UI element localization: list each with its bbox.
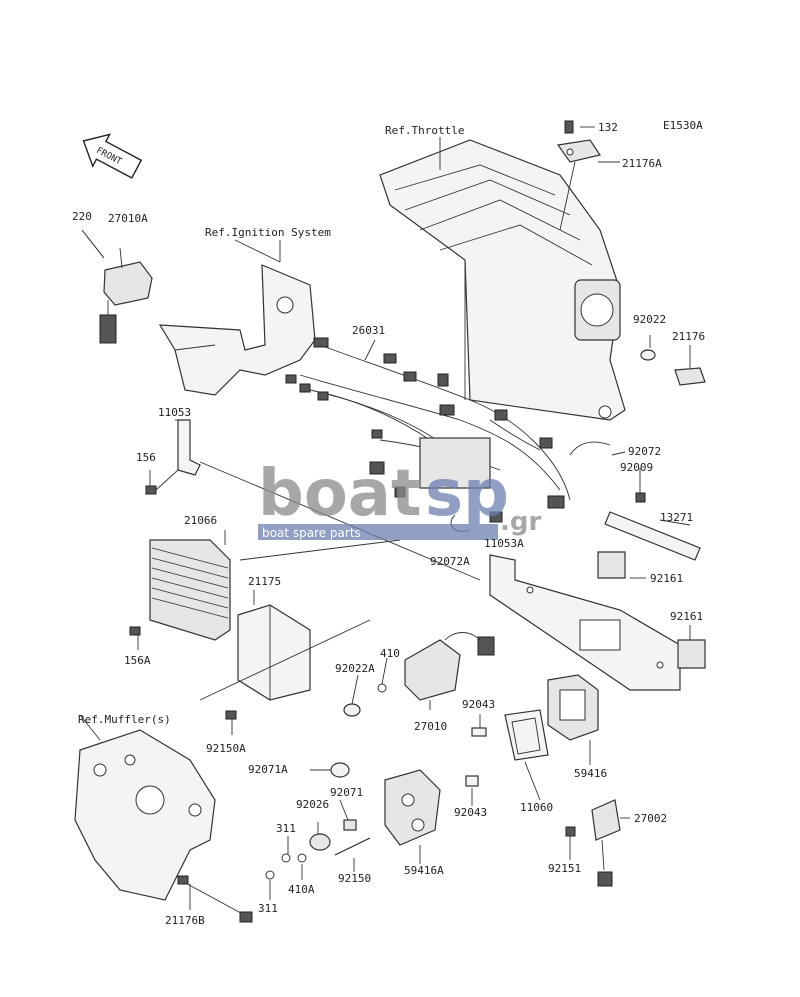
tie-92072 [569,441,611,456]
label-11053A: 11053A [484,537,524,550]
pin-92043-upper [471,727,487,737]
label-11053: 11053 [158,406,191,419]
control-unit-21175 [237,604,311,701]
watermark-brand-sp: sp [425,457,509,531]
nut-311-upper [281,853,291,863]
bolt-92151 [565,826,576,837]
washer-92022 [640,349,656,361]
leader-lines [79,137,691,910]
nut-311-lower [265,870,275,880]
label-92161-upper: 92161 [650,572,683,585]
label-410: 410 [380,647,400,660]
cover-59416A [384,769,441,846]
watermark-brand-main: boat [258,457,422,531]
label-21175: 21175 [248,575,281,588]
ref-ignition: Ref.Ignition System [205,226,331,239]
label-92071A: 92071A [248,763,288,776]
label-92071: 92071 [330,786,363,799]
label-21176B: 21176B [165,914,205,927]
label-11060: 11060 [520,801,553,814]
bolt-92150 [334,837,371,856]
label-92150: 92150 [338,872,371,885]
bolt-92150A [225,710,237,720]
sensor-21176 [674,345,706,386]
muffler [74,729,216,901]
wire-harness-26031 [285,337,571,523]
label-156A: 156A [124,654,151,667]
label-132: 132 [598,121,618,134]
watermark-tagline: boat spare parts [262,526,361,540]
sensor-27010A [99,247,153,344]
seal-92071A [330,762,350,778]
label-92072A: 92072A [430,555,470,568]
label-92150A: 92150A [206,742,246,755]
plug-92071 [343,819,357,831]
bolt-156 [145,485,157,495]
throttle-body [379,139,626,421]
bracket-11053 [177,419,201,476]
label-156: 156 [136,451,156,464]
label-92161-lower: 92161 [670,610,703,623]
plate-13271 [604,511,701,561]
bolt-220 [81,229,105,259]
label-26031: 26031 [352,324,385,337]
sensor-21176B [177,875,253,923]
label-13271: 13271 [660,511,693,524]
gasket-11060 [504,709,549,761]
grommet-92026 [309,833,331,851]
sensor-21176A [556,120,620,231]
rectifier-21066 [149,539,231,641]
label-21176: 21176 [672,330,705,343]
label-92022A: 92022A [335,662,375,675]
sensor-27010 [404,632,495,701]
label-92151: 92151 [548,862,581,875]
diagram-code: E1530A [663,119,703,132]
block-92161-lower [677,639,706,669]
label-27002: 27002 [634,812,667,825]
label-92072: 92072 [628,445,661,458]
label-21176A: 21176A [622,157,662,170]
front-arrow-icon: FRONT [82,133,143,179]
ignition-bracket [158,264,316,396]
label-220: 220 [72,210,92,223]
label-311-upper: 311 [276,822,296,835]
bolt-156A [129,626,141,636]
block-92161-upper [597,551,626,579]
washer-410A [297,853,307,863]
ref-muffler: Ref.Muffler(s) [78,713,171,726]
label-21066: 21066 [184,514,217,527]
label-27010A: 27010A [108,212,148,225]
label-27010: 27010 [414,720,447,733]
label-59416A: 59416A [404,864,444,877]
label-92022: 92022 [633,313,666,326]
pin-92043-lower [465,775,479,787]
relay-27002 [591,799,621,887]
label-311-lower: 311 [258,902,278,915]
label-92009: 92009 [620,461,653,474]
washer-410 [377,683,387,693]
label-92043-lower: 92043 [454,806,487,819]
cover-59416 [547,674,599,741]
mounting-plate-11053A [489,554,681,691]
label-59416: 59416 [574,767,607,780]
bolt-92009 [635,492,646,503]
label-410A: 410A [288,883,315,896]
washer-92022A [343,703,361,717]
ref-throttle: Ref.Throttle [385,124,464,137]
watermark: boat sp .gr boat spare parts [258,457,541,540]
label-92043-upper: 92043 [462,698,495,711]
label-92026: 92026 [296,798,329,811]
watermark-brand-tld: .gr [500,507,541,537]
